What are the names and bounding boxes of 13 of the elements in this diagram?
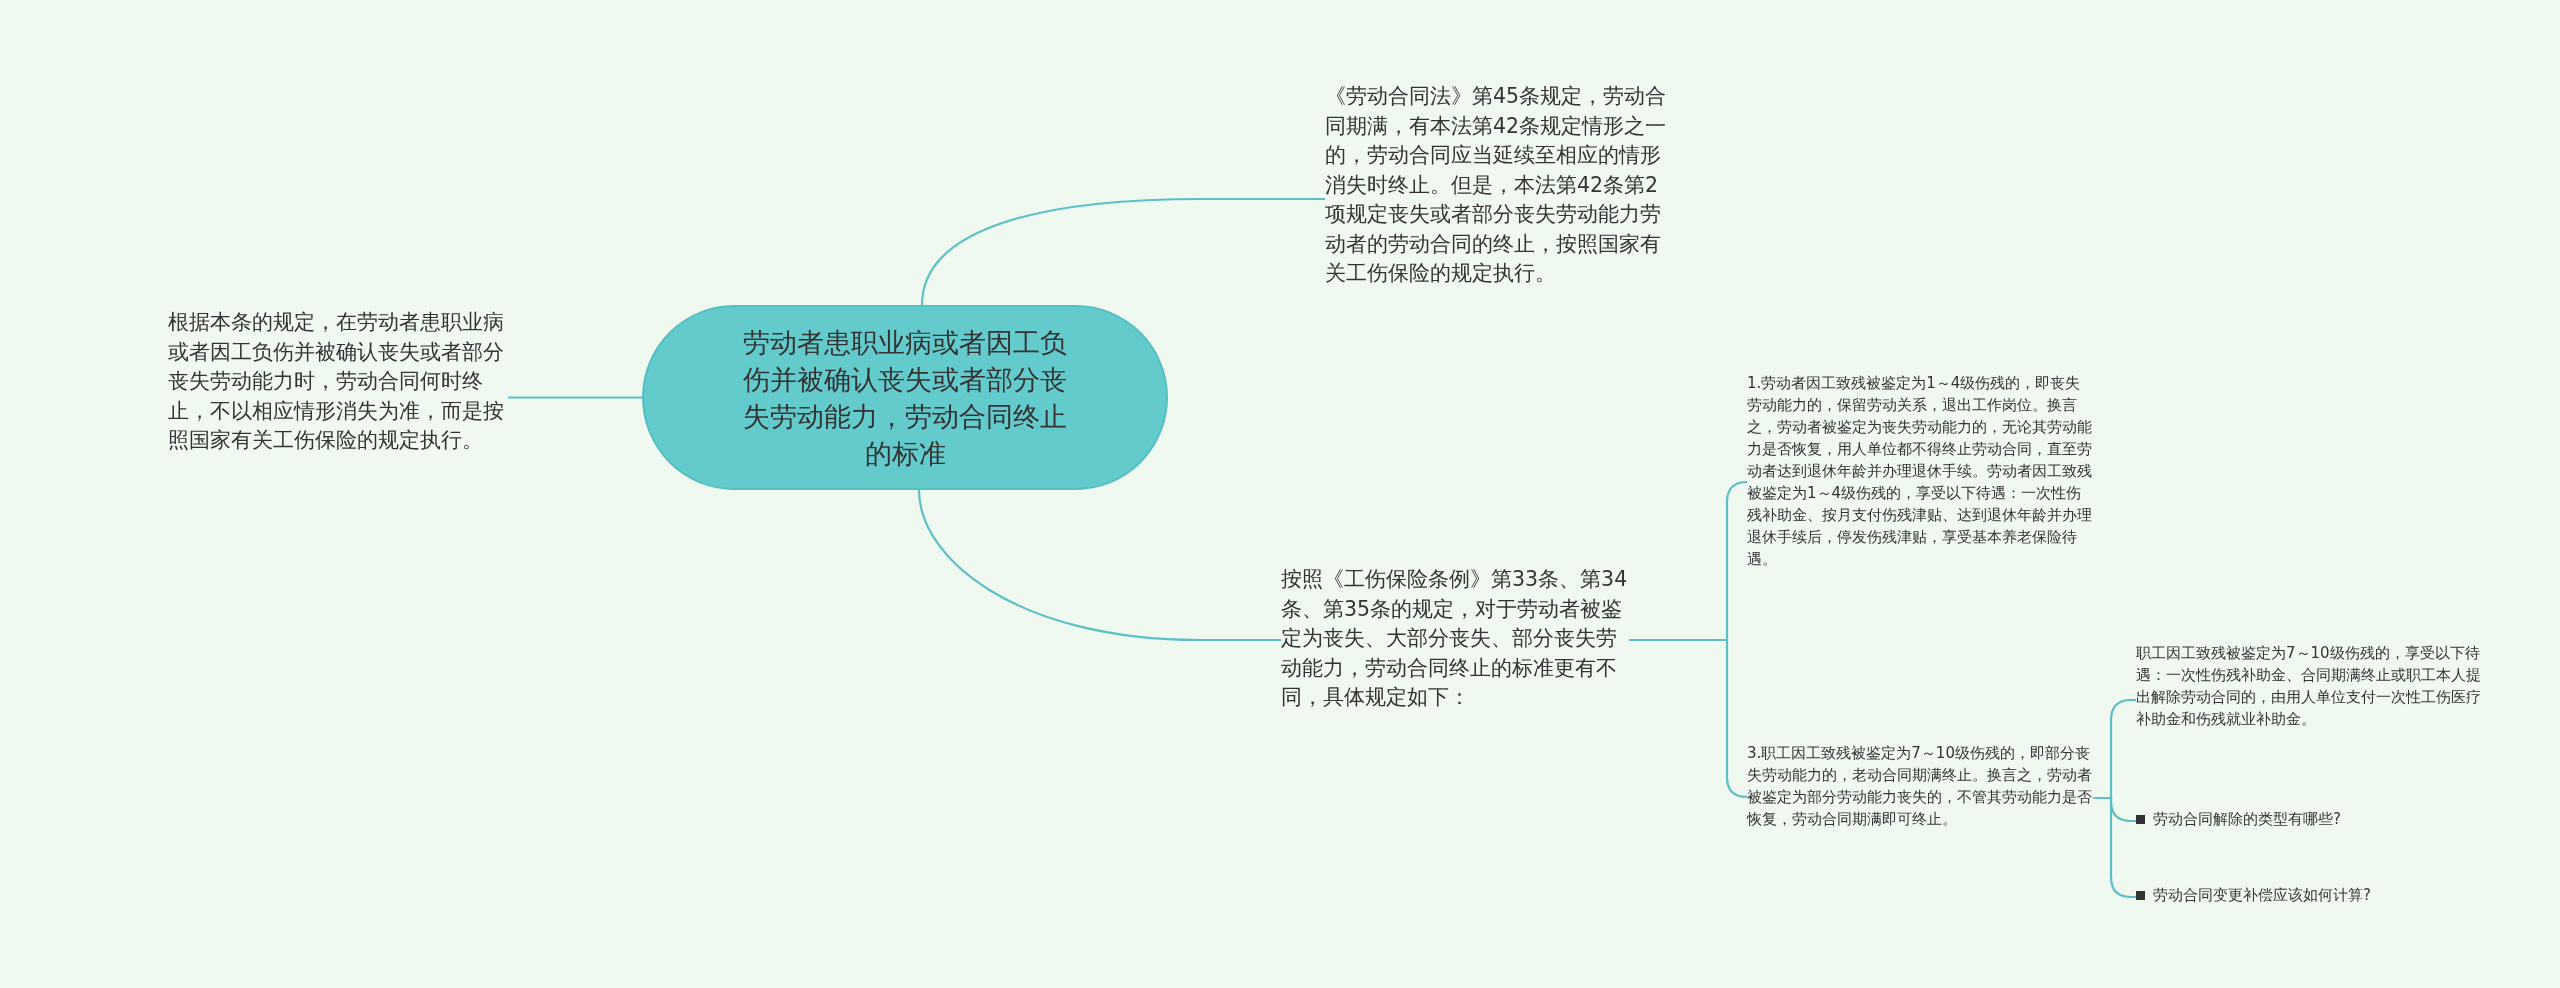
connector	[508, 396, 642, 399]
link-item: 劳动合同解除的类型有哪些?	[2153, 809, 2341, 830]
central-topic: 劳动者患职业病或者因工负伤并被确认丧失或者部分丧失劳动能力，劳动合同终止的标准	[642, 305, 1168, 490]
subtopic-text: 1.劳动者因工致残被鉴定为1～4级伤残的，即丧失劳动能力的，保留劳动关系，退出工作岗位。换言之，劳动者被鉴定为丧失劳动能力的，无论其劳动能力是否恢复，用人单位都不得终止劳动合同，直至劳动者达到退休年龄并办理退休手续。劳动者因工致残被鉴定为1～4级伤残的，享受以下待遇：一次性伤残补助金、按月支付伤残津贴、达到退休年龄并办理退休手续后，停发伤残津贴，享受基本养老保险待遇。	[1747, 372, 2093, 570]
connector	[920, 197, 1325, 306]
connector	[917, 489, 1281, 642]
topic-text: 《劳动合同法》第45条规定，劳动合同期满，有本法第42条规定情形之一的，劳动合同应当延续至相应的情形消失时终止。但是，本法第42条第2项规定丧失或者部分丧失劳动能力劳动者的劳动合同的终止，按照国家有关工伤保险的规定执行。	[1325, 82, 1669, 289]
connector	[1629, 638, 1749, 799]
topic-text: 按照《工伤保险条例》第33条、第34条、第35条的规定，对于劳动者被鉴定为丧失、大部分丧失、部分丧失劳动能力，劳动合同终止的标准更有不同，具体规定如下：	[1281, 565, 1629, 713]
subtopic-text: 3.职工因工致残被鉴定为7～10级伤残的，即部分丧失劳动能力的，老动合同期满终止。换言之，劳动者被鉴定为部分劳动能力丧失的，不管其劳动能力是否恢复，劳动合同期满即可终止。	[1747, 742, 2093, 830]
topic-text: 根据本条的规定，在劳动者患职业病或者因工负伤并被确认丧失或者部分丧失劳动能力时，劳动合同何时终止，不以相应情形消失为准，而是按照国家有关工伤保险的规定执行。	[168, 308, 508, 456]
subtopic-text: 职工因工致残被鉴定为7～10级伤残的，享受以下待遇：一次性伤残补助金、合同期满终止或职工本人提出解除劳动合同的，由用人单位支付一次性工伤医疗补助金和伤残就业补助金。	[2136, 642, 2482, 730]
link-item: 劳动合同变更补偿应该如何计算?	[2153, 885, 2371, 906]
